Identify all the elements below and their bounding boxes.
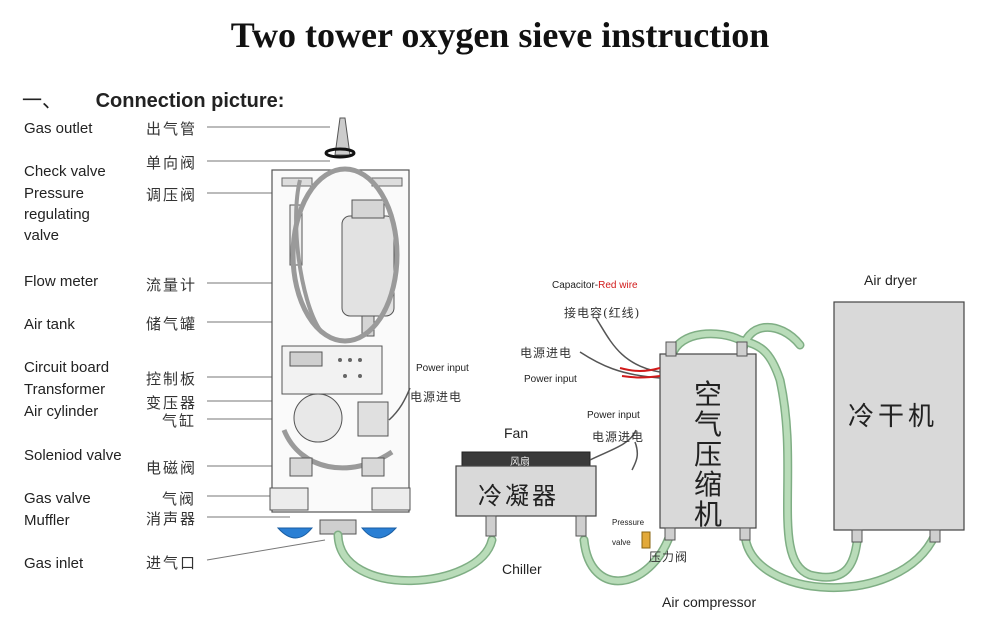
sieve-power-cable (388, 387, 411, 421)
label-air-tank-cn: 储气罐 (146, 315, 198, 333)
label-muffler-cn: 消声器 (146, 510, 198, 528)
chiller-power-cable (589, 429, 637, 461)
label-gas-inlet-cn: 进气口 (146, 554, 198, 572)
capacitor-cn: 接电容(红线) (564, 306, 641, 320)
label-gas-valve-cn: 气阀 (162, 490, 197, 508)
section-number: 一、 (22, 88, 62, 112)
label-pressure-regulating-valve-cn: 调压阀 (146, 186, 198, 204)
chiller-power-cn: 电源进电 (592, 430, 645, 444)
chiller-power-en: Power input (587, 410, 640, 421)
fan-cn: 风扇 (510, 457, 530, 468)
section-heading: 一、 Connection picture: (22, 84, 284, 113)
pressure-valve-en1: Pressure (612, 518, 645, 527)
capacitor-label: Capacitor-Red wire (552, 280, 638, 291)
label-circuit-board-cn: 控制板 (146, 370, 198, 388)
label-check-valve: Check valve (24, 163, 106, 180)
label-air-cylinder-cn: 气缸 (162, 412, 197, 430)
label-muffler: Muffler (24, 512, 70, 529)
label-flow-meter-cn: 流量计 (146, 276, 198, 294)
label-flow-meter: Flow meter (24, 273, 99, 290)
label-gas-outlet-cn: 出气管 (146, 120, 198, 138)
label-circuit-board: Circuit board (24, 359, 110, 376)
label-air-cylinder: Air cylinder (24, 403, 99, 420)
capacitor-prefix: Capacitor- (552, 280, 599, 291)
label-solenoid-valve-cn: 电磁阀 (146, 459, 198, 477)
fan-label: Fan (504, 425, 529, 441)
label-transformer-cn: 变压器 (146, 394, 198, 412)
chiller-label: Chiller (502, 561, 542, 577)
oxygen-sieve-machine (269, 117, 411, 539)
compressor-unit (641, 341, 757, 549)
compressor-unit-cn: 空气压缩机 (693, 378, 722, 531)
label-gas-valve: Gas valve (24, 490, 91, 507)
page-title: Two tower oxygen sieve instruction (230, 15, 770, 55)
compressor-power-cn: 电源进电 (520, 346, 573, 360)
label-gas-inlet: Gas inlet (24, 555, 84, 572)
label-transformer: Transformer (24, 381, 106, 398)
label-check-valve-cn: 单向阀 (146, 154, 198, 172)
compressor-power-en: Power input (524, 374, 577, 385)
compressor-label: Air compressor (662, 594, 757, 610)
label-air-tank: Air tank (24, 316, 75, 333)
chiller-unit (455, 451, 597, 537)
chiller-unit-cn: 冷凝器 (478, 482, 559, 510)
capacitor-red-wire: Red wire (598, 280, 638, 291)
sieve-power-cn: 电源进电 (410, 390, 463, 404)
section-label: Connection picture: (95, 90, 285, 112)
dryer-unit-cn: 冷干机 (848, 402, 939, 432)
dryer-unit (833, 301, 965, 543)
compressor-wires (579, 317, 661, 379)
pressure-valve-cn: 压力阀 (649, 550, 689, 564)
pressure-valve-en2: valve (612, 538, 631, 547)
sieve-power-en: Power input (416, 363, 469, 374)
label-pressure-regulating-valve: Pressure regulating valve (24, 185, 90, 244)
dryer-label: Air dryer (864, 272, 917, 288)
hose-fill (335, 324, 938, 591)
label-gas-outlet: Gas outlet (24, 120, 93, 137)
label-solenoid-valve: Soleniod valve (24, 447, 122, 464)
